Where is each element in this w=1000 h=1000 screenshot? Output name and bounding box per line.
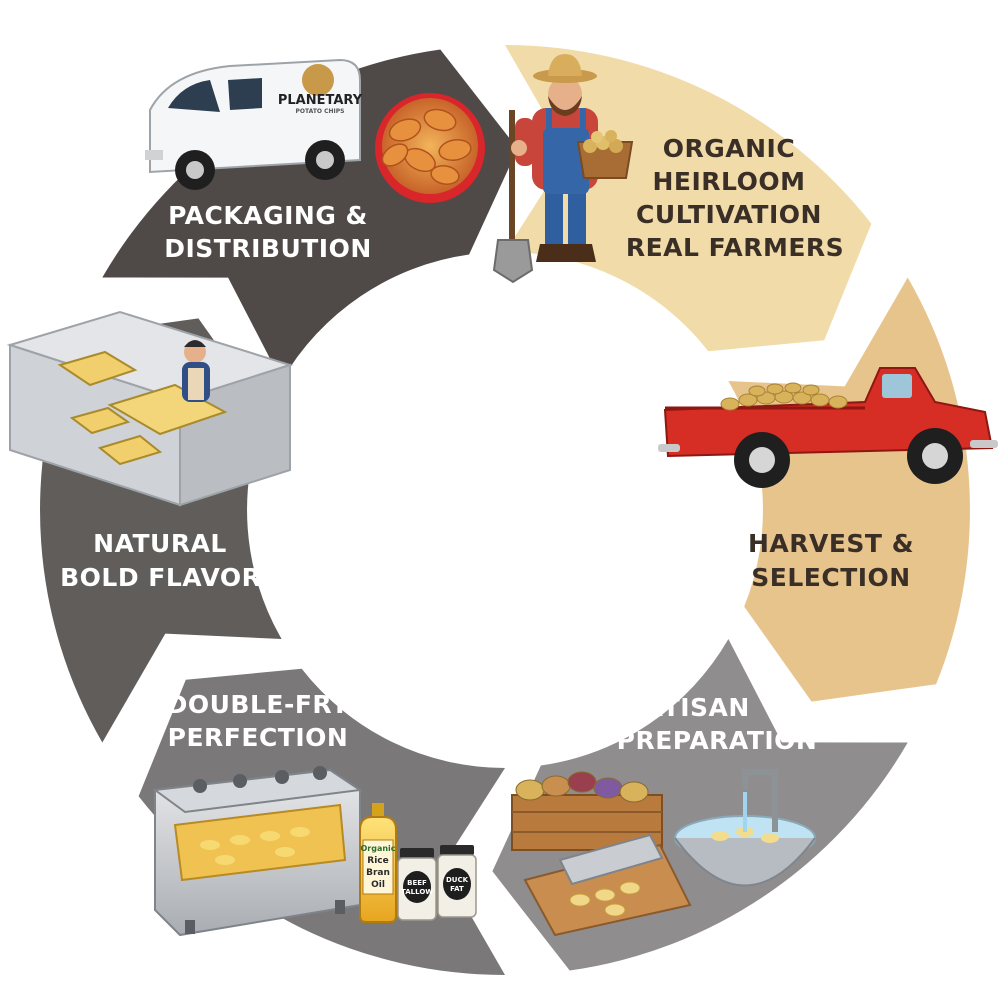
duck-fat-jar: DUCK FAT	[437, 845, 477, 918]
stage-label-flavors: NATURAL BOLD FLAVORS	[60, 529, 280, 592]
jar-label-line: BEEF	[407, 879, 427, 887]
stage-label-harvest: HARVEST & SELECTION	[748, 529, 914, 592]
stage-label-line: PREPARATION	[617, 726, 818, 755]
oil-bottle: Organic Rice Bran Oil	[359, 803, 397, 923]
jar-label-line: TALLOW	[401, 888, 433, 896]
van-brand-subtext: POTATO CHIPS	[296, 108, 345, 115]
stage-label-line: PACKAGING &	[168, 201, 368, 230]
stage-label-line: HARVEST &	[748, 529, 914, 558]
bottle-label-line: Oil	[371, 880, 385, 890]
van-brand-text: PLANETARY	[278, 93, 363, 108]
stage-label-frying: DOUBLE-FRY PERFECTION	[167, 690, 350, 752]
fryer-illustration	[152, 766, 363, 937]
stage-label-line: DISTRIBUTION	[164, 234, 372, 263]
stage-label-line: SELECTION	[751, 563, 910, 592]
beef-tallow-jar: BEEF TALLOW	[397, 848, 437, 921]
delivery-van-illustration: PLANETARY POTATO CHIPS	[145, 58, 363, 190]
stage-label-preparation: ARTISAN PREPARATION	[617, 693, 818, 755]
bottle-label-line: Bran	[366, 868, 390, 878]
stage-label-packaging: PACKAGING & DISTRIBUTION	[164, 201, 372, 263]
stage-label-line: REAL FARMERS	[626, 233, 844, 262]
bottle-label-line: Organic	[360, 844, 395, 853]
pickup-truck-illustration	[658, 367, 998, 488]
farmer-illustration	[492, 54, 634, 284]
jar-label-line: FAT	[450, 885, 464, 893]
chips-bowl-illustration	[375, 93, 485, 203]
jar-label-line: DUCK	[446, 876, 469, 884]
stage-label-line: CULTIVATION	[636, 200, 822, 229]
stage-label-cultivation: ORGANIC HEIRLOOM CULTIVATION REAL FARMER…	[626, 134, 844, 262]
stage-label-line: HEIRLOOM	[653, 167, 806, 196]
preparation-illustration	[511, 769, 816, 937]
kitchen-illustration	[6, 310, 294, 507]
stage-label-line: ORGANIC	[663, 134, 795, 163]
stage-label-line: NATURAL	[93, 529, 227, 558]
stage-label-line: ARTISAN	[624, 693, 750, 722]
stage-label-line: DOUBLE-FRY	[167, 690, 350, 719]
stage-label-line: BOLD FLAVORS	[60, 563, 280, 592]
stage-label-line: PERFECTION	[168, 723, 349, 752]
bottle-label-line: Rice	[367, 856, 388, 866]
